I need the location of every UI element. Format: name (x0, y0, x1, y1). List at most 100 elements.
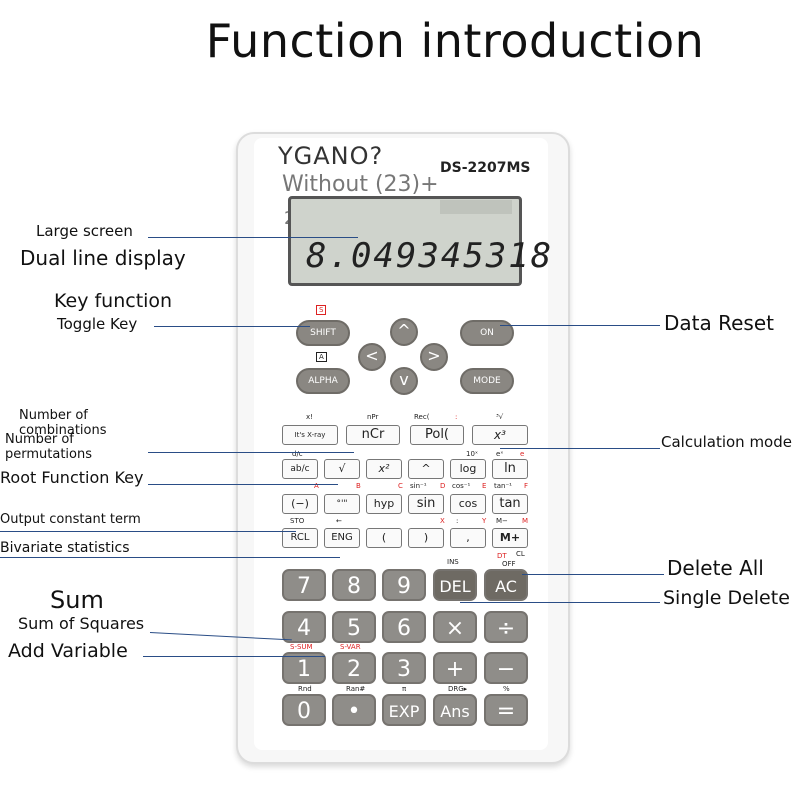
annotation-sum-squares: Sum of Squares (18, 614, 145, 633)
x-cubed-key[interactable]: x³ (472, 425, 528, 445)
key-2[interactable]: 2 (332, 652, 376, 684)
abc-fraction-key[interactable]: ab/c (282, 459, 318, 479)
key-0[interactable]: 0 (282, 694, 326, 726)
sub-ran: Ran# (346, 685, 366, 693)
sub-ssum: S-SUM (290, 643, 313, 651)
exp-key[interactable]: EXP (382, 694, 426, 726)
lcd-indicator-bar (440, 200, 512, 214)
sub-svar: S-VAR (340, 643, 361, 651)
sin-key[interactable]: sin (408, 494, 444, 514)
ans-key[interactable]: Ans (433, 694, 477, 726)
sub-x1: x! (306, 413, 313, 421)
sub-sto: STO (290, 517, 305, 525)
power-key[interactable]: ^ (408, 459, 444, 479)
sub-ex: eˣ (496, 450, 504, 458)
annotation-bivariate: Bivariate statistics (0, 540, 130, 556)
equals-key[interactable]: = (484, 694, 528, 726)
eng-key[interactable]: ENG (324, 528, 360, 548)
up-arrow-icon: ^ (397, 321, 411, 340)
pol-key[interactable]: Pol( (410, 425, 464, 445)
sub-colon: : (455, 413, 458, 421)
tan-key[interactable]: tan (492, 494, 528, 514)
sub-colon2: : (456, 517, 459, 525)
shift-indicator: S (316, 305, 327, 315)
model-label: DS-2207MS (440, 160, 531, 176)
key-3[interactable]: 3 (382, 652, 426, 684)
annotation-data-reset: Data Reset (664, 311, 774, 335)
sub-ten: 10ˣ (466, 450, 479, 458)
degrees-key[interactable]: °'" (324, 494, 360, 514)
ln-key[interactable]: ln (492, 459, 528, 479)
sub-ins: INS (447, 558, 459, 566)
annotation-permutations: Number of permutations (5, 432, 93, 462)
del-key[interactable]: DEL (433, 569, 477, 601)
mode-key[interactable]: MODE (460, 368, 514, 394)
comma-key[interactable]: , (450, 528, 486, 548)
decimal-key[interactable]: • (332, 694, 376, 726)
leader-delete-all (522, 574, 664, 576)
right-arrow-icon: > (427, 346, 441, 365)
xray-key[interactable]: It's X-ray (282, 425, 338, 445)
left-arrow-key[interactable]: < (358, 343, 386, 371)
left-arrow-icon: < (365, 346, 379, 365)
sub-rec: Rec( (414, 413, 430, 421)
sub-e: e (520, 450, 525, 458)
ac-key[interactable]: AC (484, 569, 528, 601)
annotation-toggle-key: Toggle Key (57, 315, 138, 333)
sub-cos1: cos⁻¹ (452, 482, 471, 490)
sub-rm: M (522, 517, 529, 525)
leader-large-screen (148, 237, 358, 239)
key-6[interactable]: 6 (382, 611, 426, 643)
key-9[interactable]: 9 (382, 569, 426, 601)
up-arrow-key[interactable]: ^ (390, 318, 418, 346)
sub-re: E (482, 482, 487, 490)
sub-pi: π (402, 685, 407, 693)
cos-key[interactable]: cos (450, 494, 486, 514)
leader-single-delete (460, 602, 660, 604)
sub-rc: C (398, 482, 403, 490)
leader-output-constant (0, 531, 296, 533)
leader-toggle-key (154, 326, 310, 328)
log-key[interactable]: log (450, 459, 486, 479)
multiply-key[interactable]: × (433, 611, 477, 643)
annotation-key-function: Key function (54, 290, 173, 312)
key-5[interactable]: 5 (332, 611, 376, 643)
sub-ra: A (314, 482, 319, 490)
lcd-digits: 8.049345318 (306, 236, 554, 276)
leader-permutations (148, 452, 354, 454)
alpha-indicator: A (316, 352, 327, 362)
negative-key[interactable]: (−) (282, 494, 318, 514)
leader-add-variable (143, 656, 325, 658)
down-arrow-key[interactable]: v (390, 367, 418, 395)
key-8[interactable]: 8 (332, 569, 376, 601)
leader-calc-mode (500, 448, 660, 450)
x-squared-key[interactable]: x² (366, 459, 402, 479)
alpha-key[interactable]: ALPHA (296, 368, 350, 394)
key-4[interactable]: 4 (282, 611, 326, 643)
sub-cbrt: ³√ (496, 413, 504, 421)
ncr-key[interactable]: nCr (346, 425, 400, 445)
sub-pct: % (503, 685, 510, 693)
rcl-key[interactable]: RCL (282, 528, 318, 548)
sqrt-key[interactable]: √ (324, 459, 360, 479)
hyp-key[interactable]: hyp (366, 494, 402, 514)
sub-rnd: Rnd (298, 685, 312, 693)
right-arrow-key[interactable]: > (420, 343, 448, 371)
plus-key[interactable]: + (433, 652, 477, 684)
sub-rx: X (440, 517, 445, 525)
leader-data-reset (500, 325, 660, 327)
left-paren-key[interactable]: ( (366, 528, 402, 548)
divide-key[interactable]: ÷ (484, 611, 528, 643)
sub-drg: DRG▸ (448, 685, 468, 693)
sub-dc: d/c (292, 450, 303, 458)
sub-mminus: M− (496, 517, 508, 525)
m-plus-key[interactable]: M+ (492, 528, 528, 548)
on-key[interactable]: ON (460, 320, 514, 346)
key-7[interactable]: 7 (282, 569, 326, 601)
shift-key[interactable]: SHIFT (296, 320, 350, 346)
right-paren-key[interactable]: ) (408, 528, 444, 548)
page-title: Function introduction (205, 14, 705, 68)
minus-key[interactable]: − (484, 652, 528, 684)
brand-label: YGANO? (278, 142, 384, 170)
sub-off: OFF (502, 560, 516, 568)
